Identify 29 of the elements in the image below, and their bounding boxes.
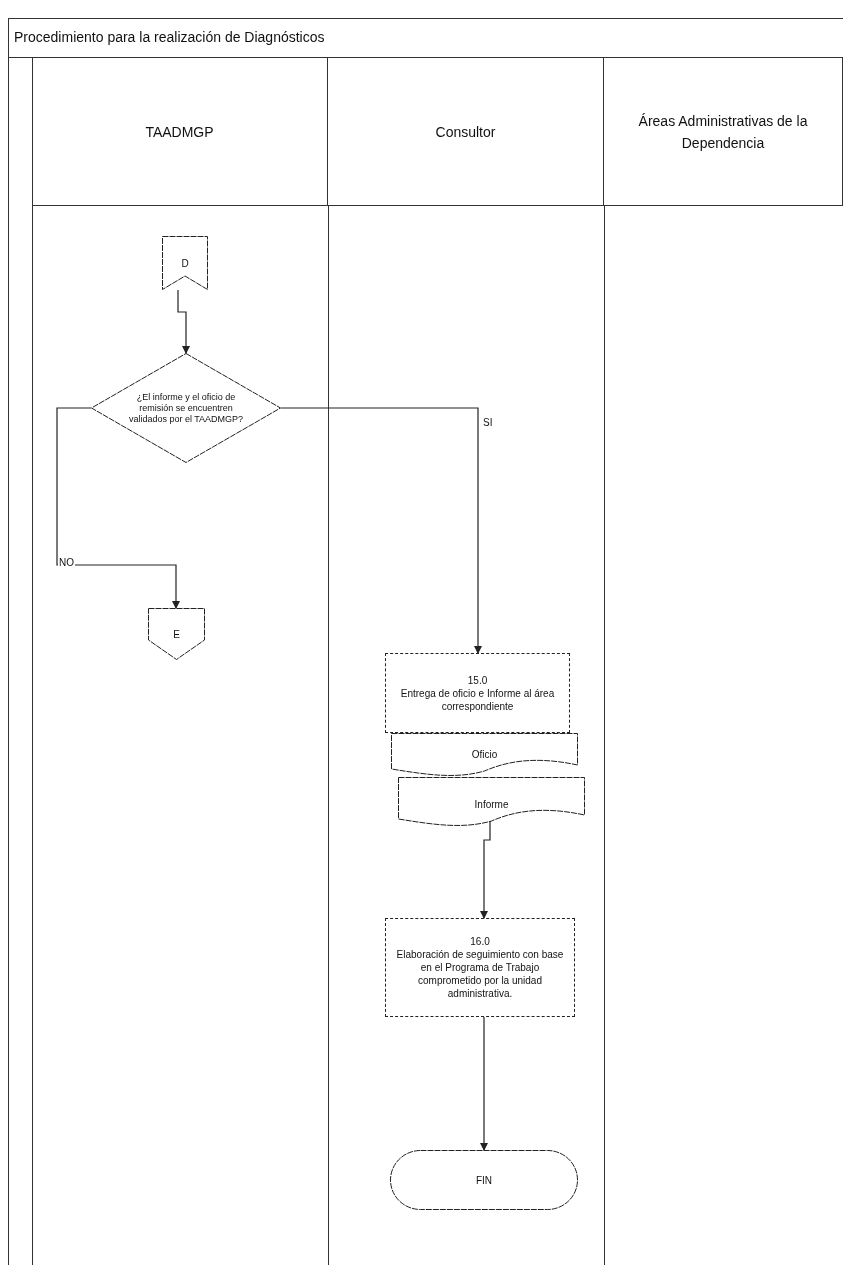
step-number: 16.0	[470, 935, 490, 948]
node-label: Elaboración de seguimiento con base en el Programa de Trabajo comprometido por la unidad administrativa.	[395, 948, 565, 1000]
arrow	[480, 820, 491, 919]
node-label: ¿El informe y el oficio de remisión se encuentren validados por el TAADMGP?	[127, 391, 245, 425]
off-page-connector	[148, 608, 205, 660]
node-label: FIN	[475, 1173, 493, 1187]
terminal-shape	[390, 1150, 578, 1210]
node-label: E	[173, 627, 180, 641]
arrow	[480, 1016, 488, 1151]
edge-label: NO	[58, 557, 75, 569]
edge-label: SI	[482, 417, 494, 429]
document-shape	[391, 733, 578, 777]
arrow	[177, 289, 190, 354]
node-label: Oficio	[471, 748, 498, 761]
process-box	[385, 653, 570, 733]
decision-diamond	[91, 353, 281, 463]
lane-title: Áreas Administrativas de la Dependencia	[637, 111, 809, 153]
node-label: D	[181, 256, 189, 270]
process-box	[385, 918, 575, 1017]
arrow	[280, 407, 482, 654]
node-label: Entrega de oficio e Informe al área correspondiente	[399, 686, 556, 713]
arrow	[56, 407, 180, 609]
diagram-title: Procedimiento para la realización de Diagnósticos	[14, 28, 325, 47]
lane-title: Consultor	[435, 122, 496, 142]
off-page-connector	[162, 236, 208, 290]
document-shape	[398, 777, 585, 827]
step-number: 15.0	[467, 673, 488, 687]
node-label: Informe	[474, 798, 509, 811]
lane-title: TAADMGP	[145, 122, 214, 142]
